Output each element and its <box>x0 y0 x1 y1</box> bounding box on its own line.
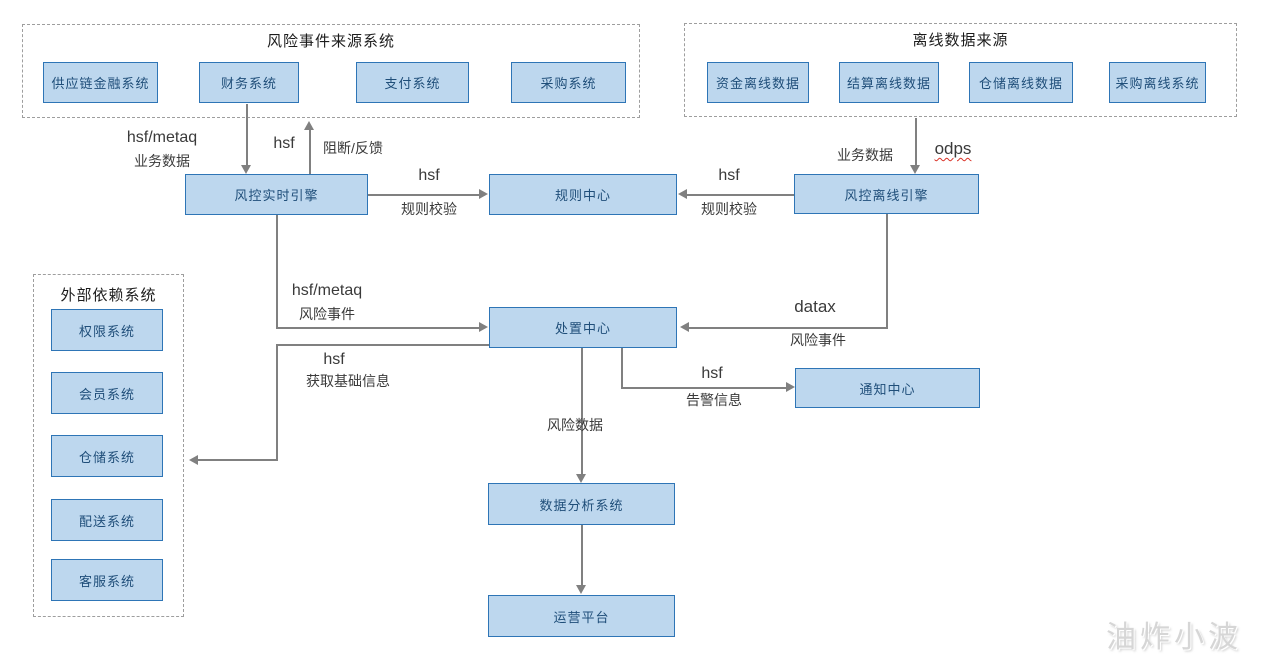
label-alert-info-desc: 告警信息 <box>686 392 742 408</box>
edge-offline-to-rulecenter-line <box>686 194 794 196</box>
edge-realtime-feedback-line <box>309 130 311 174</box>
edge-realtime-to-disposal-arrowhead <box>479 322 488 332</box>
edge-realtime-to-disposal-vline <box>276 215 278 329</box>
edge-realtime-to-rulecenter-arrowhead <box>479 189 488 199</box>
node-procurement-system: 采购系统 <box>511 62 626 103</box>
label-realtime-rule-check-protocol: hsf <box>418 167 440 184</box>
label-odps-protocol: odps <box>934 139 972 158</box>
label-realtime-risk-event-desc: 风险事件 <box>299 306 355 322</box>
label-offline-business-data-desc: 业务数据 <box>837 147 893 163</box>
label-offline-risk-event-protocol: datax <box>794 297 836 316</box>
label-block-feedback-protocol: hsf <box>273 135 295 152</box>
node-finance-system: 财务系统 <box>199 62 299 103</box>
edge-offline-to-disposal-hline <box>688 327 888 329</box>
edge-finance-to-realtime-line <box>246 104 248 166</box>
edge-realtime-to-disposal-hline <box>276 327 480 329</box>
edge-disposal-to-external-arrowhead <box>189 455 198 465</box>
edge-offlinedata-to-offline-engine-arrowhead <box>910 165 920 174</box>
label-base-info-desc: 获取基础信息 <box>306 373 390 389</box>
edge-offline-to-rulecenter-arrowhead <box>678 189 687 199</box>
node-operations-platform: 运营平台 <box>488 595 675 637</box>
node-warehouse-system: 仓储系统 <box>51 435 163 477</box>
edge-disposal-to-notify-vline <box>621 348 623 389</box>
node-warehouse-offline-data: 仓储离线数据 <box>969 62 1073 103</box>
node-notification-center: 通知中心 <box>795 368 980 408</box>
label-alert-info-protocol: hsf <box>701 365 723 382</box>
node-payment-system: 支付系统 <box>356 62 469 103</box>
group-risk-event-sources: 风险事件来源系统 供应链金融系统 财务系统 支付系统 采购系统 <box>22 24 640 118</box>
label-base-info-protocol: hsf <box>323 351 345 368</box>
node-member-system: 会员系统 <box>51 372 163 414</box>
edge-analysis-to-ops-line <box>581 525 583 587</box>
node-permission-system: 权限系统 <box>51 309 163 351</box>
edge-disposal-to-external-hline2 <box>198 459 276 461</box>
node-procurement-offline-system: 采购离线系统 <box>1109 62 1206 103</box>
node-offline-risk-engine: 风控离线引擎 <box>794 174 979 214</box>
edge-offline-to-disposal-vline <box>886 214 888 329</box>
edge-disposal-to-external-hline1 <box>276 344 489 346</box>
group-offline-data-sources: 离线数据来源 资金离线数据 结算离线数据 仓储离线数据 采购离线系统 <box>684 23 1237 117</box>
label-offline-risk-event-desc: 风险事件 <box>790 332 846 348</box>
group-title: 外部依赖系统 <box>60 287 157 304</box>
group-external-dependency-systems: 外部依赖系统 权限系统 会员系统 仓储系统 配送系统 客服系统 <box>33 274 184 617</box>
node-realtime-risk-engine: 风控实时引擎 <box>185 174 368 215</box>
edge-disposal-to-external-vline <box>276 344 278 461</box>
edge-disposal-to-analysis-arrowhead <box>576 474 586 483</box>
label-risk-data-desc: 风险数据 <box>547 417 603 433</box>
edge-disposal-to-notify-arrowhead <box>786 382 795 392</box>
node-customer-service-system: 客服系统 <box>51 559 163 601</box>
edge-analysis-to-ops-arrowhead <box>576 585 586 594</box>
edge-disposal-to-notify-hline <box>621 387 787 389</box>
label-business-data-in-protocol: hsf/metaq <box>126 129 198 146</box>
label-offline-rule-check-desc: 规则校验 <box>701 201 757 217</box>
node-rule-center: 规则中心 <box>489 174 677 215</box>
edge-disposal-to-analysis-line <box>581 348 583 476</box>
node-data-analysis-system: 数据分析系统 <box>488 483 675 525</box>
label-offline-rule-check-protocol: hsf <box>718 167 740 184</box>
group-title: 风险事件来源系统 <box>266 33 395 50</box>
edge-finance-to-realtime-arrowhead <box>241 165 251 174</box>
label-block-feedback-desc: 阻断/反馈 <box>323 140 383 156</box>
label-realtime-risk-event-protocol: hsf/metaq <box>291 282 363 299</box>
watermark-text: 油炸小波 <box>1106 621 1242 654</box>
edge-offlinedata-to-offline-engine-line <box>915 118 917 166</box>
edge-realtime-to-rulecenter-line <box>368 194 480 196</box>
group-title: 离线数据来源 <box>912 32 1009 49</box>
node-disposal-center: 处置中心 <box>489 307 677 348</box>
node-delivery-system: 配送系统 <box>51 499 163 541</box>
node-fund-offline-data: 资金离线数据 <box>707 62 809 103</box>
node-settlement-offline-data: 结算离线数据 <box>839 62 939 103</box>
edge-offline-to-disposal-arrowhead <box>680 322 689 332</box>
label-business-data-in-desc: 业务数据 <box>134 153 190 169</box>
node-supply-chain-finance-system: 供应链金融系统 <box>43 62 158 103</box>
label-realtime-rule-check-desc: 规则校验 <box>401 201 457 217</box>
edge-realtime-feedback-arrowhead <box>304 121 314 130</box>
